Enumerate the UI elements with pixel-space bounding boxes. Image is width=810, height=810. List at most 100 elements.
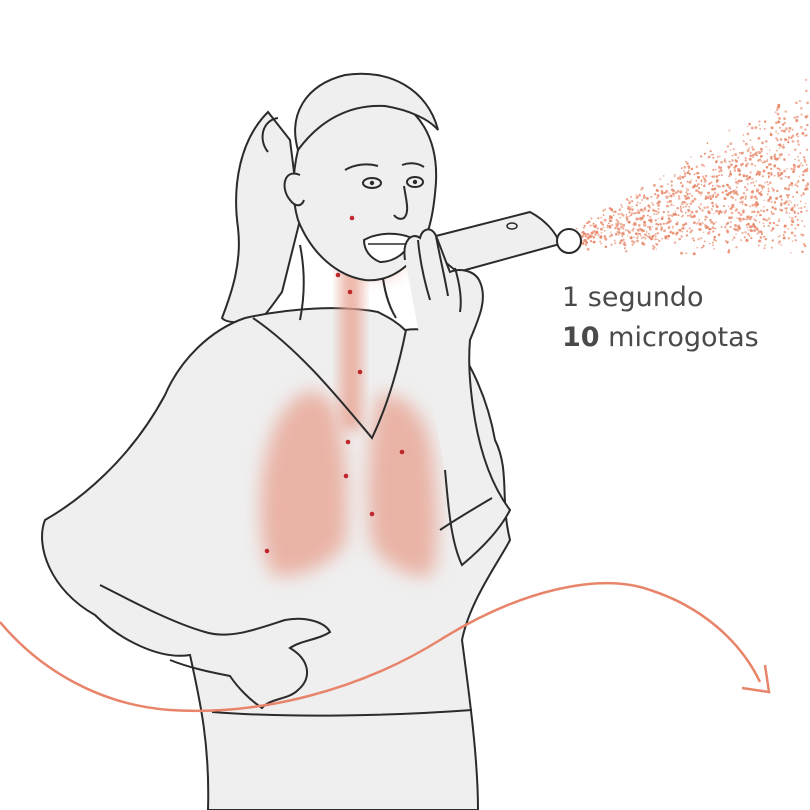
microdroplet <box>740 239 742 241</box>
ponytail <box>261 117 279 153</box>
microdroplet <box>766 193 769 196</box>
microdroplet <box>716 155 719 157</box>
hair-back <box>220 110 302 324</box>
microdroplet <box>691 199 695 203</box>
microdroplet <box>684 222 688 225</box>
microdroplet <box>715 175 719 178</box>
microdroplet <box>788 199 791 202</box>
microdroplet <box>763 128 766 130</box>
microdroplet <box>670 180 673 183</box>
microdroplet <box>756 170 760 174</box>
microdroplet <box>742 174 746 178</box>
microdroplet <box>708 231 711 233</box>
microdroplet <box>641 216 644 220</box>
microdroplet <box>766 158 769 161</box>
microdroplet <box>780 244 782 246</box>
microdroplet <box>776 189 779 193</box>
microdroplet <box>670 203 673 207</box>
microdroplet <box>698 219 700 221</box>
microdroplet <box>602 226 605 229</box>
microdroplet <box>764 182 766 184</box>
microdroplet <box>756 210 760 214</box>
microdroplet <box>628 221 631 224</box>
microdroplet <box>751 177 754 180</box>
microdroplet <box>684 205 687 208</box>
microdroplet <box>711 201 714 205</box>
microdroplet <box>696 171 699 175</box>
microdroplet <box>759 213 762 217</box>
microdroplet <box>769 155 773 159</box>
microdroplet <box>650 221 653 224</box>
microdroplet <box>779 145 782 148</box>
microdroplet <box>732 203 735 206</box>
droplet-marker <box>357 369 363 375</box>
microdroplet <box>663 191 667 195</box>
microdroplet <box>649 237 653 241</box>
microdroplet <box>770 229 773 232</box>
microdroplet <box>717 233 721 236</box>
microdroplet <box>641 242 645 245</box>
microdroplet <box>656 196 659 199</box>
microdroplet <box>768 221 772 225</box>
microdroplet <box>797 212 800 215</box>
microdroplet <box>784 127 788 131</box>
microdroplet <box>785 211 788 214</box>
microdroplet <box>713 191 717 194</box>
microdroplet <box>723 210 727 214</box>
microdroplet <box>640 235 642 237</box>
microdroplet <box>755 214 758 217</box>
microdroplet <box>805 169 809 172</box>
droplet-cloud <box>565 78 810 256</box>
microdroplet <box>597 217 600 220</box>
microdroplet <box>759 236 763 239</box>
microdroplet <box>743 236 746 239</box>
microdroplet <box>726 241 729 245</box>
microdroplet <box>758 239 761 243</box>
microdroplet <box>752 153 755 157</box>
microdroplet <box>656 238 659 240</box>
microdroplet <box>678 237 681 241</box>
microdroplet <box>777 103 781 107</box>
microdroplet <box>774 111 777 114</box>
microdroplet <box>687 169 690 172</box>
microdroplet <box>787 136 791 139</box>
microdroplet <box>794 215 797 218</box>
microdroplet <box>654 238 657 241</box>
microdroplet <box>805 210 808 212</box>
microdroplet <box>775 121 778 124</box>
microdroplet <box>745 218 748 221</box>
microdroplet <box>711 204 715 208</box>
microdroplet <box>669 219 673 222</box>
microdroplet <box>619 222 623 226</box>
microdroplet <box>677 229 680 231</box>
microdroplet <box>671 192 675 196</box>
microdroplet <box>770 246 773 249</box>
microdroplet <box>784 110 787 113</box>
microdroplet <box>689 231 692 234</box>
microdroplet <box>703 184 706 188</box>
microdroplet <box>745 203 747 206</box>
microdroplet <box>750 236 753 240</box>
microdroplet <box>782 233 785 236</box>
microdroplet <box>601 223 605 226</box>
microdroplet <box>693 184 697 187</box>
microdroplet <box>789 216 791 218</box>
microdroplet <box>727 165 729 168</box>
microdroplet <box>762 169 766 173</box>
microdroplet <box>583 238 587 242</box>
microdroplet <box>790 231 794 235</box>
microdroplet <box>777 171 780 174</box>
microdroplet <box>749 154 753 158</box>
microdroplet <box>581 231 585 234</box>
microdroplet <box>763 225 765 228</box>
microdroplet <box>629 201 632 204</box>
microdroplet <box>797 143 800 146</box>
microdroplet <box>682 206 685 209</box>
microdroplet <box>712 175 716 178</box>
microdroplet <box>706 196 710 200</box>
droplet-marker <box>335 272 341 278</box>
microdroplet <box>738 151 741 154</box>
microdroplet <box>782 237 785 240</box>
microdroplet <box>791 134 795 138</box>
microdroplet <box>733 169 737 172</box>
